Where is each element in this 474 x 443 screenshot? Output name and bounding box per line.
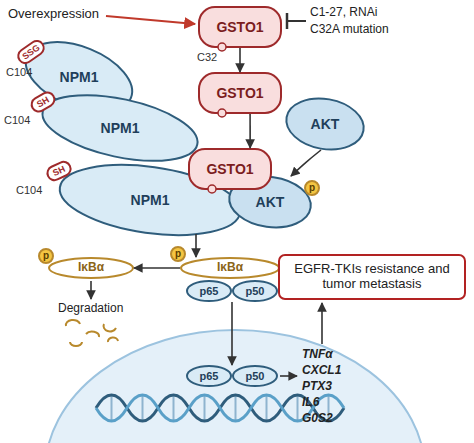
kinase-blob: AKT xyxy=(285,98,365,150)
inhibitor-oval: IκBα xyxy=(180,257,280,279)
gene-label: TNFα xyxy=(302,346,333,362)
node-text: EGFR-TKIs resistance and tumor metastasi… xyxy=(278,262,466,292)
node-text: IκBα xyxy=(217,261,243,275)
outline-shape xyxy=(199,73,281,113)
node-text: IκBα xyxy=(78,261,104,275)
node-text: NPM1 xyxy=(131,192,170,208)
dna-rung xyxy=(173,395,175,421)
overexpression-arrow xyxy=(106,16,195,24)
node-text: p xyxy=(309,182,315,194)
subunit-oval: p65 xyxy=(186,280,232,302)
node-text: GSTO1 xyxy=(206,161,253,177)
nucleus xyxy=(45,330,425,443)
outline-shape xyxy=(49,258,133,278)
fragment xyxy=(66,320,80,326)
node-text: AKT xyxy=(256,194,285,210)
node-text: p65 xyxy=(200,370,219,383)
degradation-arrow xyxy=(90,281,92,299)
gene-label: G0S2 xyxy=(302,410,333,426)
flow-arrow xyxy=(195,234,197,257)
outline-shape xyxy=(181,258,279,278)
inhibition-bar xyxy=(286,13,289,29)
residue-label: C104 xyxy=(16,182,42,198)
dna-rung xyxy=(111,395,113,421)
flow-arrow xyxy=(249,114,251,148)
node-text: p65 xyxy=(200,285,219,298)
node-text: p50 xyxy=(246,285,265,298)
node-text: p xyxy=(175,248,181,260)
node-text: p xyxy=(43,250,49,262)
residue-label: C104 xyxy=(4,112,30,128)
subunit-oval: p50 xyxy=(232,365,278,387)
node-text: GSTO1 xyxy=(216,85,263,101)
outline-shape xyxy=(187,281,231,301)
outline-shape xyxy=(233,366,277,386)
outline-shape xyxy=(305,181,319,195)
fragment xyxy=(86,332,99,337)
outline-shape xyxy=(187,366,231,386)
inhibitor-label: C32A mutation xyxy=(310,21,389,37)
outline-shape xyxy=(279,255,465,299)
degraded-fragments xyxy=(66,320,118,346)
protein-blob: NPM1 xyxy=(40,98,200,158)
subunit-oval: p50 xyxy=(232,280,278,302)
protein-box: GSTO1 xyxy=(198,6,282,48)
flow-arrow xyxy=(291,150,321,176)
fragment xyxy=(70,342,82,346)
outline-shape xyxy=(39,249,53,263)
dna-rung xyxy=(297,395,299,421)
gene-label: CXCL1 xyxy=(302,362,341,378)
outline-shape xyxy=(171,247,185,261)
outcome-box: EGFR-TKIs resistance and tumor metastasi… xyxy=(278,254,466,300)
node-text: NPM1 xyxy=(60,69,99,85)
stimulus-label: Overexpression xyxy=(8,6,99,22)
residue-label: C104 xyxy=(6,64,32,80)
flow-arrow xyxy=(239,48,241,72)
dna-rung xyxy=(266,395,268,421)
dna-rung xyxy=(235,395,237,421)
outline-shape xyxy=(233,281,277,301)
inhibitor-oval: IκBα xyxy=(48,257,134,279)
outline-shape xyxy=(55,155,244,246)
phosphate-circle: p xyxy=(304,180,320,196)
node-text: NPM1 xyxy=(101,120,140,136)
dna-rung xyxy=(204,395,206,421)
fragment xyxy=(108,337,118,342)
flow-arrow xyxy=(134,267,180,269)
residue-label: C32 xyxy=(197,49,217,65)
phosphate-circle: p xyxy=(38,248,54,264)
dna-rung xyxy=(142,395,144,421)
outline-shape xyxy=(282,93,367,156)
outcome-arrow xyxy=(321,303,323,344)
node-text: p50 xyxy=(246,370,265,383)
inhibitor-label: C1-27, RNAi xyxy=(310,4,377,20)
flow-arrow xyxy=(231,302,233,365)
node-text: GSTO1 xyxy=(216,19,263,35)
process-label: Degradation xyxy=(58,300,123,316)
outline-shape xyxy=(189,149,271,189)
node-text: AKT xyxy=(311,116,340,132)
gene-label: IL6 xyxy=(302,394,319,410)
outline-shape xyxy=(37,83,204,173)
subunit-oval: p65 xyxy=(186,365,232,387)
fragment xyxy=(104,324,116,331)
protein-box: GSTO1 xyxy=(198,72,282,114)
outline-shape xyxy=(226,172,314,233)
phosphate-circle: p xyxy=(170,246,186,262)
inhibition-line xyxy=(287,20,306,22)
outline-shape xyxy=(199,7,281,47)
gene-label: PTX3 xyxy=(302,378,332,394)
transcription-arrow xyxy=(280,375,297,377)
protein-box: GSTO1 xyxy=(188,148,272,190)
